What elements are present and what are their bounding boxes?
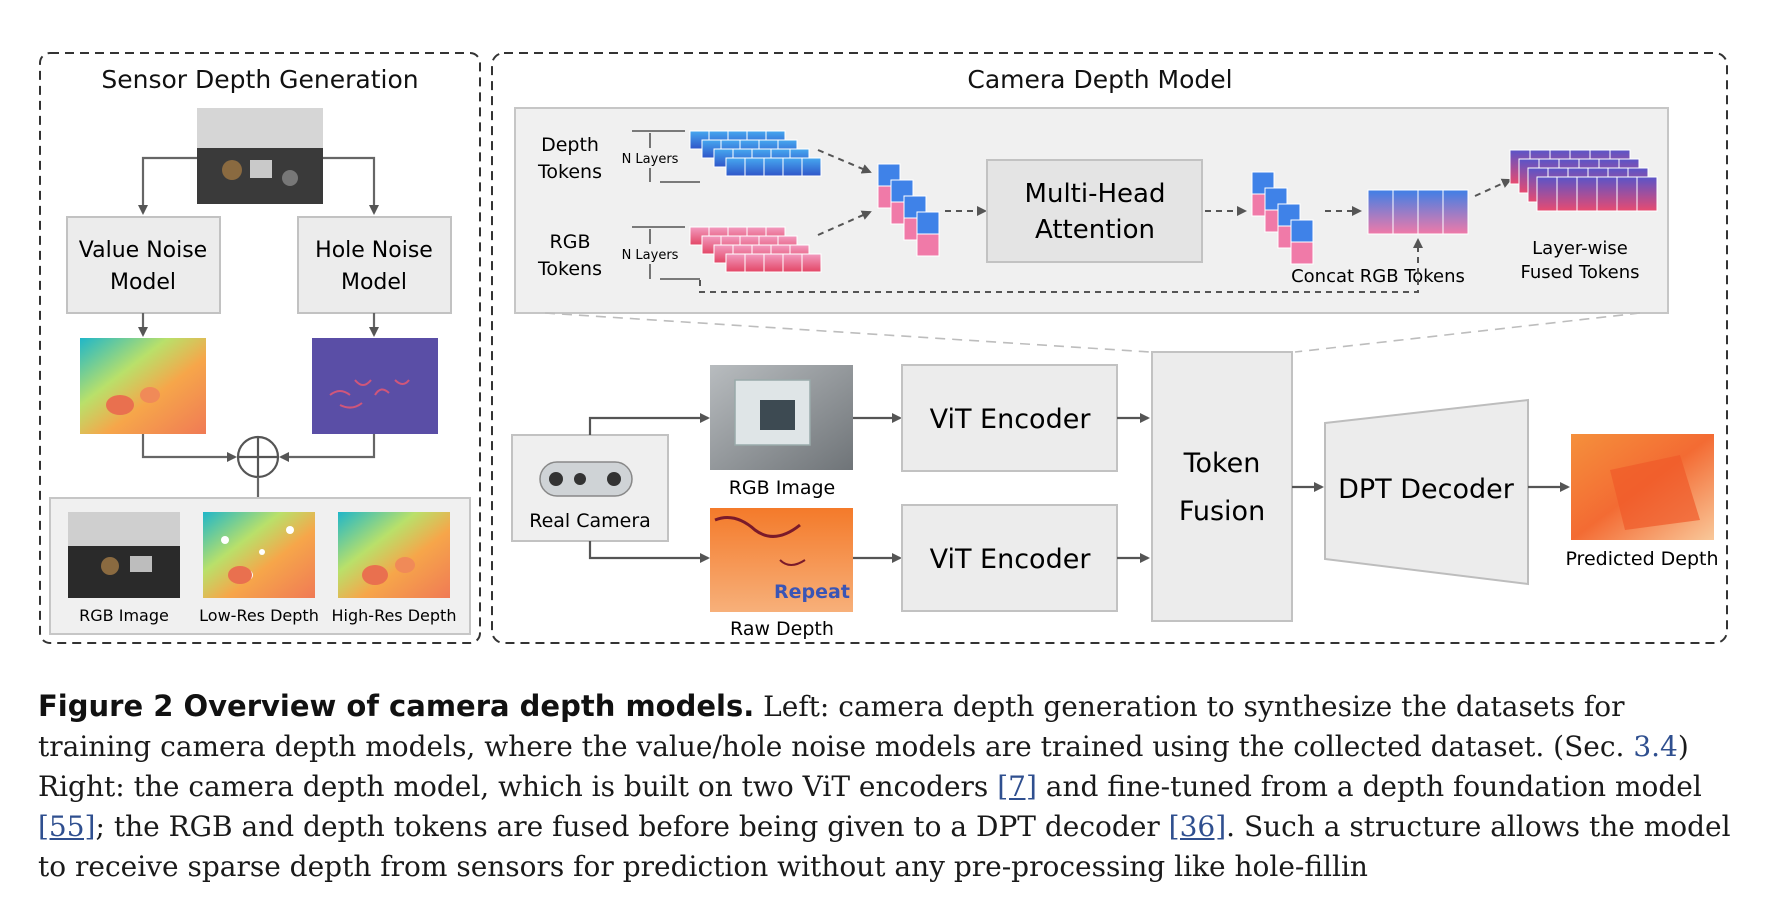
vit-encoder-depth-box [901,504,1118,612]
hole-noise-model-box [297,216,452,314]
raw-depth-label: Raw Depth [730,618,834,640]
depth-camera-icon [539,461,633,497]
rgb-token-cell [782,253,803,273]
depth-n-layers-label: N Layers [622,152,679,167]
fused-token-cell [1536,176,1558,212]
concat-token-cell [1417,189,1444,235]
multi-head-attention-box [986,159,1203,263]
concat-token-cell [1392,189,1419,235]
attended-token-column [1251,171,1314,265]
repeat-label: Repeat [774,581,850,603]
left-panel-title: Sensor Depth Generation [101,65,418,94]
output-low-res-label: Low-Res Depth [199,606,319,625]
rgb-image-label: RGB Image [729,477,836,499]
mha-label-2: Attention [1035,215,1155,245]
input-scene-photo [197,108,323,204]
interleaved-token-cell [916,233,940,257]
attended-token-cell [1290,241,1314,265]
mha-label-1: Multi-Head [1025,179,1166,209]
output-high-res-label: High-Res Depth [332,606,457,625]
depth-token-cell [744,157,765,177]
caption-text-4: ; the RGB and depth tokens are fused bef… [95,810,1169,843]
section-ref-link[interactable]: 3.4 [1633,730,1678,763]
depth-tokens-label-1: Depth [541,134,599,156]
value-noise-depth-image [80,338,206,434]
rgb-n-layers-bracket [632,226,700,280]
rgb-token-stack [689,226,822,273]
fused-token-cell [1556,176,1578,212]
fused-token-cell [1636,176,1658,212]
dpt-decoder-label: DPT Decoder [1338,474,1515,505]
right-panel-title: Camera Depth Model [967,65,1232,94]
real-camera-label: Real Camera [529,510,651,532]
sum-operator-icon [236,435,280,479]
rgb-image-thumbnail [710,365,853,470]
caption-text-5: . Such a structure allows the model to r… [38,810,1731,883]
fused-token-cell [1616,176,1638,212]
value-noise-line2: Model [110,270,176,295]
output-high-res-depth-image [338,512,450,598]
predicted-depth-thumbnail [1571,434,1714,540]
token-fusion-box [1151,351,1293,622]
token-fusion-label-1: Token [1183,448,1261,479]
rgb-token-cell [725,253,746,273]
vit-encoder-rgb-label: ViT Encoder [930,404,1092,435]
fused-tokens-label-1: Layer-wise [1532,238,1628,259]
sensor-depth-generation-panel: Sensor Depth Generation Value Noise Mode… [39,52,481,644]
concat-rgb-tokens-label: Concat RGB Tokens [1291,266,1465,287]
predicted-depth-label: Predicted Depth [1565,548,1718,570]
caption-text-3: and fine-tuned from a depth foundation m… [1036,770,1702,803]
figure-caption: Figure 2 Overview of camera depth models… [38,686,1738,887]
fused-token-cell [1576,176,1598,212]
citation-link-36[interactable]: [36] [1168,810,1227,843]
layer-wise-fused-token-stack [1509,149,1658,212]
depth-tokens-label-2: Tokens [537,161,602,183]
vit-encoder-depth-label: ViT Encoder [930,544,1092,575]
depth-n-layers-bracket [632,130,700,183]
depth-token-cell [801,157,822,177]
caption-text-2: ) Right: the camera depth model, which i… [38,730,1689,803]
value-noise-line1: Value Noise [79,238,207,263]
hole-noise-line2: Model [341,270,407,295]
figure-label: Figure 2 Overview of camera depth models… [38,689,755,723]
interleaved-token-cell [916,211,940,235]
dpt-decoder-block [1324,398,1529,586]
depth-token-cell [763,157,784,177]
output-rgb-image [68,512,180,598]
depth-token-stack [689,130,822,177]
rgb-n-layers-label: N Layers [622,248,679,263]
output-rgb-label: RGB Image [79,606,169,625]
depth-token-cell [725,157,746,177]
citation-link-7[interactable]: [7] [997,770,1037,803]
rgb-token-cell [763,253,784,273]
raw-depth-thumbnail [710,508,853,612]
fused-tokens-label-2: Fused Tokens [1521,262,1640,283]
value-noise-model-box [66,216,221,314]
fused-token-cell [1596,176,1618,212]
concat-rgb-token-row [1367,189,1469,235]
rgb-tokens-label-2: Tokens [537,258,602,280]
depth-token-cell [782,157,803,177]
caption-text-1: Left: camera depth generation to synthes… [38,690,1634,763]
rgb-tokens-label-1: RGB [550,231,591,253]
interleaved-token-column [877,163,940,257]
rgb-token-cell [801,253,822,273]
attended-token-cell [1290,219,1314,243]
hole-noise-mask-image [312,338,438,434]
citation-link-55[interactable]: [55] [38,810,96,843]
rgb-token-cell [744,253,765,273]
concat-token-cell [1367,189,1394,235]
camera-depth-model-panel: Camera Depth Model Depth Tokens RGB Toke… [491,52,1728,644]
token-fusion-label-2: Fusion [1179,496,1265,527]
concat-token-cell [1442,189,1469,235]
vit-encoder-rgb-box [901,364,1118,472]
output-low-res-depth-image [203,512,315,598]
hole-noise-line1: Hole Noise [315,238,433,263]
